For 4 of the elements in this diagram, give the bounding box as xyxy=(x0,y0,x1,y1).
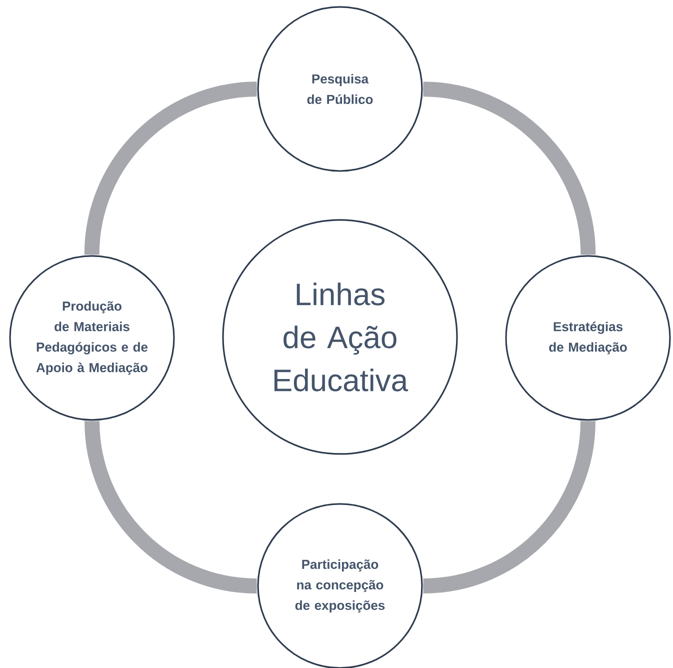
ring-arc xyxy=(84,420,258,594)
ring-arc xyxy=(422,420,596,594)
ring-arc xyxy=(422,82,596,256)
ring-arc xyxy=(84,82,258,256)
